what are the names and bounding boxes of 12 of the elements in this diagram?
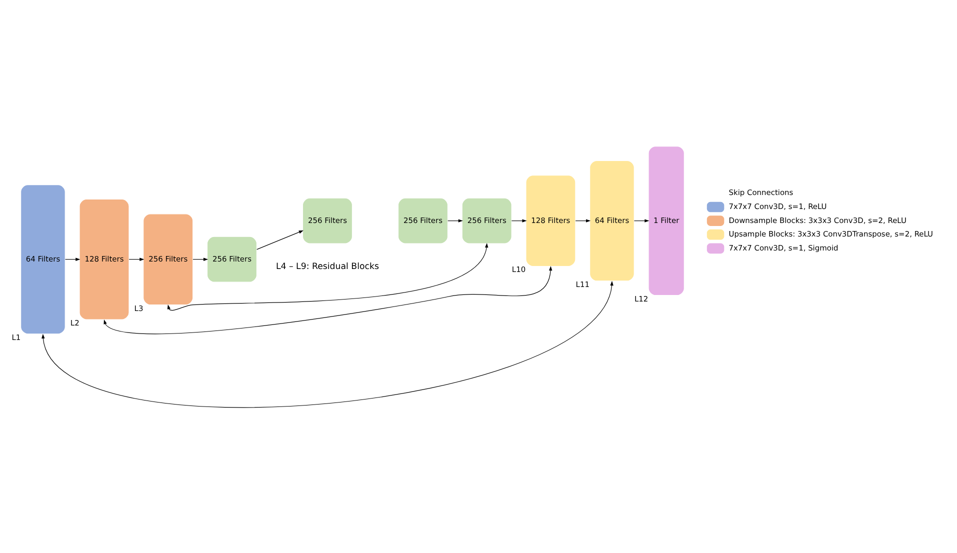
arrow bbox=[256, 230, 304, 250]
arrow bbox=[511, 218, 527, 222]
arrow bbox=[104, 265, 552, 334]
arrow bbox=[42, 280, 614, 408]
arrow bbox=[167, 242, 488, 310]
arrow bbox=[192, 257, 208, 260]
arrow bbox=[64, 257, 80, 260]
arrow bbox=[634, 218, 650, 222]
label: L4 – L9: Residual Blocks bbox=[276, 261, 379, 272]
arrow bbox=[448, 218, 463, 222]
arrow bbox=[128, 257, 144, 260]
arrow bbox=[575, 218, 591, 222]
